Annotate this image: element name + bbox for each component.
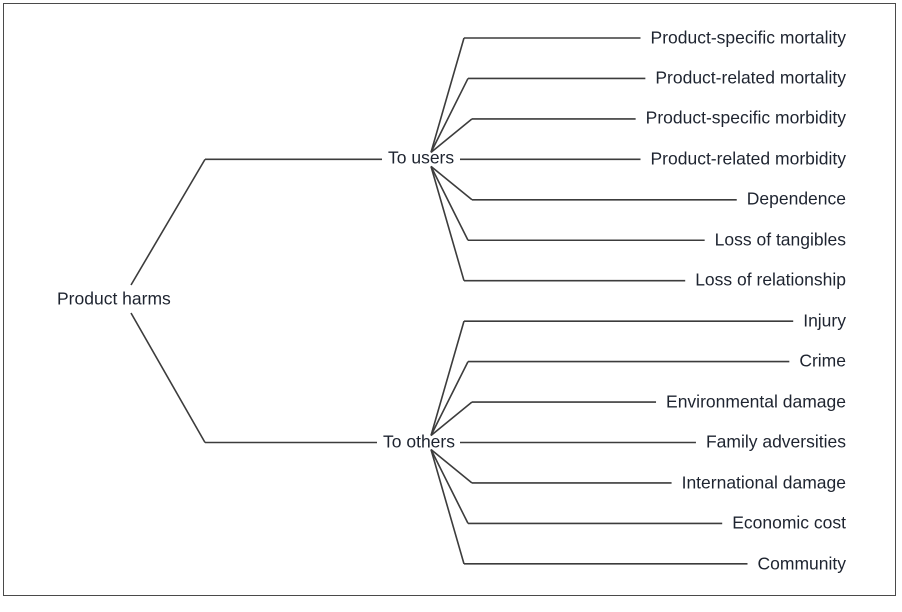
leaf-diagonal-1-5	[430, 449, 469, 524]
root-diagonal-upper	[130, 158, 206, 286]
leaf-node-injury[interactable]: Injury	[803, 310, 846, 331]
leaf-diagonal-0-2	[430, 118, 473, 153]
leaf-node-product-related-morbidity[interactable]: Product-related morbidity	[650, 148, 847, 169]
leaf-node-international-damage[interactable]: International damage	[681, 472, 846, 493]
leaf-node-product-related-mortality[interactable]: Product-related mortality	[655, 67, 846, 88]
leaf-node-dependence[interactable]: Dependence	[746, 188, 846, 209]
leaf-diagonal-1-2	[430, 401, 473, 437]
leaf-diagonal-0-5	[430, 165, 469, 241]
leaf-node-economic-cost[interactable]: Economic cost	[732, 512, 846, 533]
root-diagonal-lower	[130, 312, 206, 443]
leaf-node-family-adversities[interactable]: Family adversities	[705, 431, 846, 452]
leaf-node-environmental-damage[interactable]: Environmental damage	[666, 391, 846, 412]
leaf-diagonal-0-4	[430, 165, 473, 201]
leaf-node-loss-of-tangibles[interactable]: Loss of tangibles	[714, 229, 846, 250]
leaf-diagonal-1-0	[430, 320, 465, 436]
leaf-node-product-specific-mortality[interactable]: Product-specific mortality	[650, 27, 846, 48]
leaf-diagonal-0-1	[430, 78, 469, 153]
leaf-diagonal-1-6	[430, 449, 465, 565]
leaf-diagonal-0-6	[430, 166, 465, 281]
leaf-node-crime[interactable]: Crime	[799, 350, 846, 371]
leaf-node-loss-of-relationship[interactable]: Loss of relationship	[695, 269, 846, 290]
leaf-diagonal-1-4	[430, 448, 473, 484]
leaf-node-community[interactable]: Community	[757, 553, 847, 574]
leaf-diagonal-1-1	[430, 361, 469, 436]
root-node-product-harms[interactable]: Product harms	[57, 288, 171, 309]
leaf-diagonal-0-0	[430, 37, 465, 153]
branch-node-to-users[interactable]: To users	[388, 147, 455, 168]
leaf-node-product-specific-morbidity[interactable]: Product-specific morbidity	[645, 107, 846, 128]
branch-node-to-others[interactable]: To others	[383, 431, 455, 452]
